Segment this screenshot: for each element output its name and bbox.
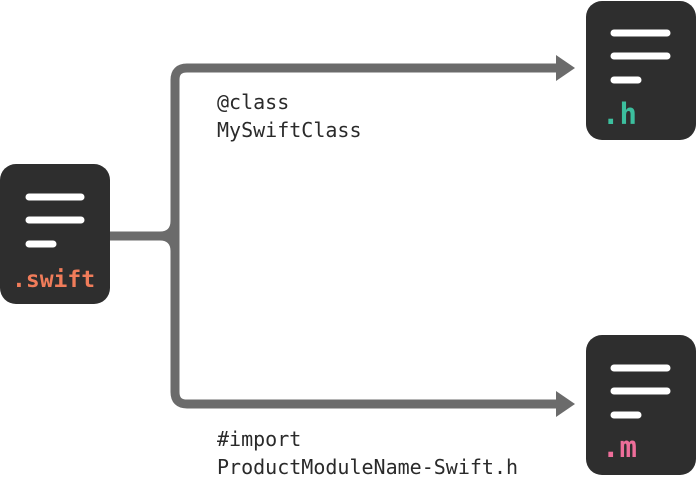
m-file-lines (610, 364, 671, 419)
swift-file-ext: .swift (12, 267, 95, 293)
m-file-icon: .m (586, 335, 696, 475)
h-file-ext: .h (602, 97, 637, 131)
connector-junction (160, 221, 171, 251)
h-file-icon: .h (586, 1, 696, 140)
arrowhead-m (556, 391, 575, 417)
bottom-label-line-2: ProductModuleName-Swift.h (217, 455, 518, 479)
top-label: @class MySwiftClass (217, 90, 362, 142)
connector-to-h (170, 63, 558, 236)
swift-file-lines (25, 193, 85, 248)
arrowhead-h (556, 55, 575, 81)
bottom-label-line-1: #import (217, 427, 301, 451)
m-file-ext: .m (602, 430, 637, 464)
top-label-line-2: MySwiftClass (217, 118, 362, 142)
h-file-lines (610, 29, 671, 84)
bottom-label: #import ProductModuleName-Swift.h (217, 427, 518, 479)
top-label-line-1: @class (217, 90, 289, 114)
swift-file-icon: .swift (0, 164, 110, 304)
connector-to-m (170, 236, 558, 409)
connectors (108, 63, 558, 409)
